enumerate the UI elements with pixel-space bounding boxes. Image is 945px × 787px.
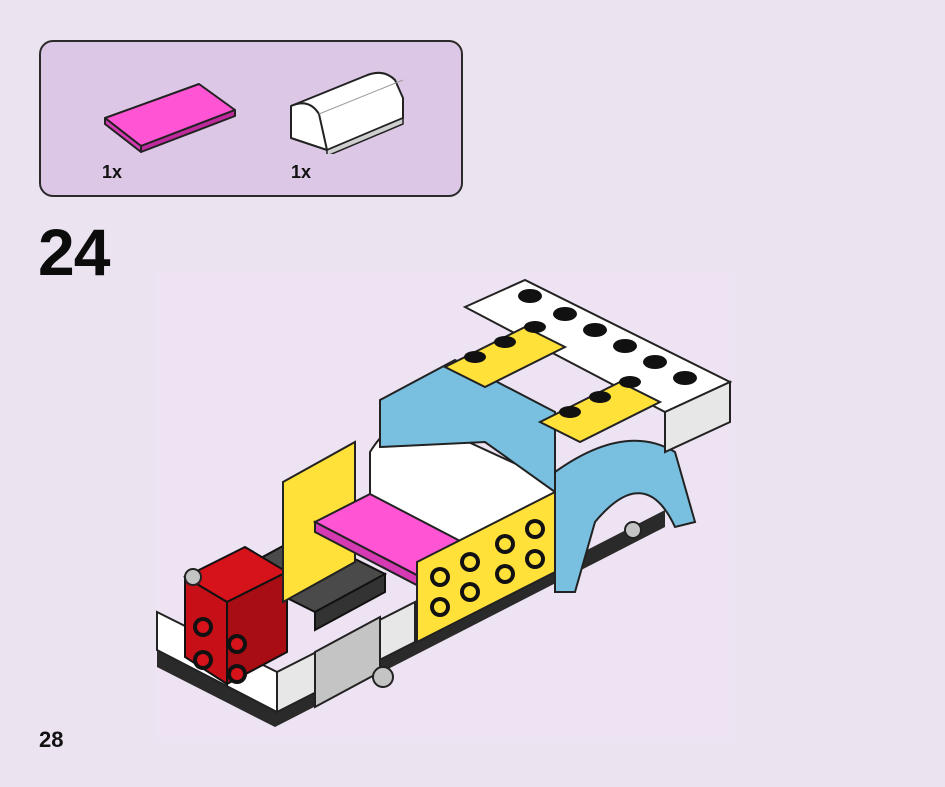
page-number: 28 bbox=[39, 727, 64, 752]
white-studs bbox=[518, 289, 697, 385]
red-studs bbox=[193, 617, 247, 684]
light-blue-wheel-arch bbox=[554, 439, 697, 593]
step-number: 24 bbox=[38, 215, 110, 289]
pink-tile-2x4-icon bbox=[104, 83, 236, 153]
yellow-plate-studs bbox=[464, 321, 641, 418]
model-illustration bbox=[155, 272, 735, 742]
part-quantity: 1x bbox=[291, 162, 312, 182]
yellow-studs bbox=[430, 519, 545, 617]
parts-list-box: 1x 1x bbox=[39, 40, 463, 197]
part-quantity: 1x bbox=[102, 162, 123, 182]
white-curved-slope-icon bbox=[290, 71, 404, 154]
axle-pins bbox=[184, 521, 642, 688]
